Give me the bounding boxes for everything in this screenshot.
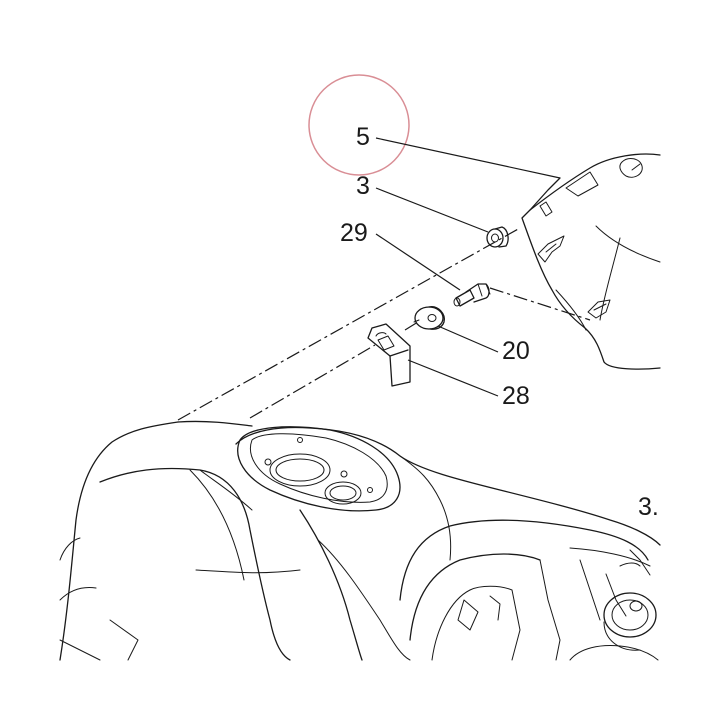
part-3-grommet	[486, 226, 509, 248]
assembly-axis-lines	[177, 227, 591, 421]
callout-28[interactable]: 28	[502, 382, 530, 410]
callout-3[interactable]: 3	[356, 172, 370, 200]
part-5-cover	[521, 153, 661, 370]
highlight-circle	[308, 74, 410, 176]
speaker-pod	[237, 426, 401, 512]
dashboard-body	[59, 420, 661, 661]
console-region	[399, 519, 659, 661]
part-28-bracket	[367, 323, 411, 387]
callout-5[interactable]: 5	[356, 123, 370, 151]
part-20-washer	[413, 306, 445, 330]
callout-3-partial[interactable]: 3.	[638, 493, 659, 521]
leader-lines	[375, 137, 561, 397]
callout-29[interactable]: 29	[340, 219, 368, 247]
part-29-bulb-socket	[453, 283, 491, 307]
callout-20[interactable]: 20	[502, 337, 530, 365]
